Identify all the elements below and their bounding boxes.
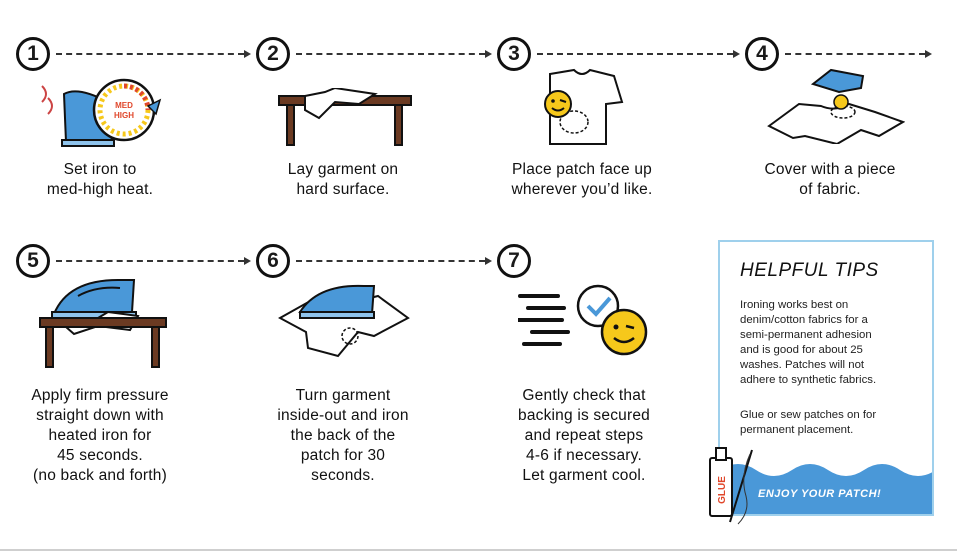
tips-paragraph-2: Glue or sew patches on for permanent pla… xyxy=(740,409,877,436)
glue-tube-icon: GLUE xyxy=(709,447,753,525)
shirt-patch-illustration xyxy=(544,68,624,145)
shirt-cover-fabric-illustration xyxy=(767,68,905,144)
glue-label: GLUE xyxy=(717,476,728,504)
svg-text:HIGH: HIGH xyxy=(114,111,134,120)
arrow-6-7 xyxy=(485,257,492,265)
step-7-caption: Gently check that backing is secured and… xyxy=(518,387,650,484)
iron-heat-dial-illustration: MED HIGH xyxy=(41,78,162,147)
step-1-caption: Set iron to med-high heat. xyxy=(46,161,154,198)
connector-1-2 xyxy=(56,53,244,55)
arrow-1-2 xyxy=(244,50,251,58)
table-garment-illustration xyxy=(278,88,412,146)
helpful-tips-title: HELPFUL TIPS xyxy=(740,260,879,281)
step-2-number: 2 xyxy=(256,37,290,71)
check-smiley-illustration xyxy=(518,284,648,356)
step-3-caption: Place patch face up wherever you’d like. xyxy=(511,161,653,198)
step-6-number: 6 xyxy=(256,244,290,278)
step-4-number: 4 xyxy=(745,37,779,71)
enjoy-patch-banner: ENJOY YOUR PATCH! xyxy=(758,488,882,500)
tips-paragraph-1: Ironing works best on denim/cotton fabri… xyxy=(740,299,877,386)
step-1-number: 1 xyxy=(16,37,50,71)
dial-label: MED xyxy=(115,101,133,110)
connector-5-6 xyxy=(56,260,244,262)
step-3-number: 3 xyxy=(497,37,531,71)
connector-3-4 xyxy=(537,53,733,55)
connector-4-end xyxy=(785,53,925,55)
step-6-caption: Turn garment inside-out and iron the bac… xyxy=(277,387,409,484)
iron-inside-out-illustration xyxy=(278,284,410,358)
iron-on-table-illustration xyxy=(39,279,167,368)
helpful-tips-panel: HELPFUL TIPS Ironing works best on denim… xyxy=(718,240,934,516)
arrow-5-6 xyxy=(244,257,251,265)
arrow-4-end xyxy=(925,50,932,58)
bottom-divider xyxy=(0,549,957,551)
step-2-caption: Lay garment on hard surface. xyxy=(287,161,399,198)
connector-2-3 xyxy=(296,53,485,55)
step-4-caption: Cover with a piece of fabric. xyxy=(764,161,896,198)
step-5-number: 5 xyxy=(16,244,50,278)
step-5-caption: Apply firm pressure straight down with h… xyxy=(31,387,169,484)
wave-banner xyxy=(720,464,932,514)
arrow-2-3 xyxy=(485,50,492,58)
arrow-3-4 xyxy=(733,50,740,58)
step-7-number: 7 xyxy=(497,244,531,278)
connector-6-7 xyxy=(296,260,485,262)
